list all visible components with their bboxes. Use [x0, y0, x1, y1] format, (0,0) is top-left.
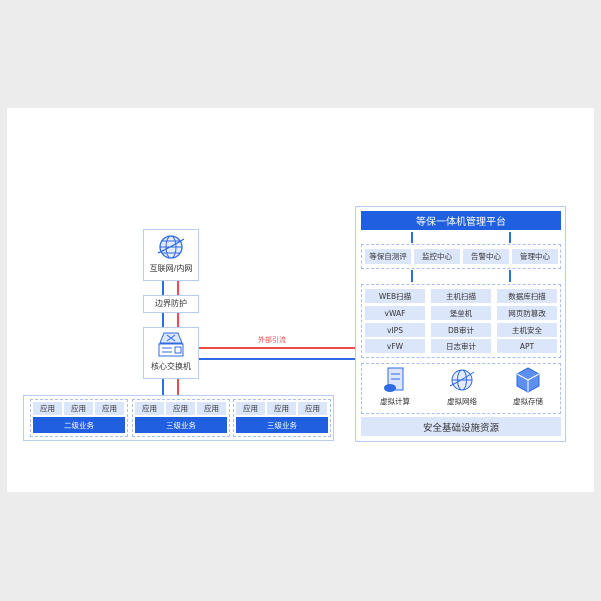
down-arrow — [177, 313, 179, 327]
server-icon — [366, 366, 424, 396]
service-cell: WEB扫描 — [365, 289, 425, 303]
up-arrow — [509, 232, 511, 243]
service-cell: 堡垒机 — [431, 306, 491, 320]
globe-icon — [157, 235, 185, 259]
app-cell: 应用 — [33, 402, 62, 415]
service-cell: 日志审计 — [431, 339, 491, 353]
virtual-1: 虚拟网络 — [433, 366, 491, 412]
down-arrow — [509, 270, 511, 282]
platform-title: 等保一体机管理平台 — [361, 211, 561, 230]
up-arrow — [162, 379, 164, 395]
business-group — [233, 399, 331, 437]
virtual-label: 虚拟存储 — [513, 397, 543, 406]
service-cell: vFW — [365, 339, 425, 353]
business-group — [132, 399, 230, 437]
service-cell: 网页防篡改 — [497, 306, 557, 320]
app-cell: 应用 — [135, 402, 164, 415]
virtual-label: 虚拟网络 — [447, 397, 477, 406]
up-arrow — [162, 281, 164, 295]
virtual-0: 虚拟计算 — [366, 366, 424, 412]
internet-node: 互联网/内网 — [143, 229, 199, 281]
app-cell: 应用 — [166, 402, 195, 415]
center-cell: 管理中心 — [512, 249, 558, 264]
service-cell: 数据库扫描 — [497, 289, 557, 303]
business-bar: 三级业务 — [236, 417, 328, 433]
business-bar: 二级业务 — [33, 417, 125, 433]
app-cell: 应用 — [197, 402, 226, 415]
storage-cube-icon — [499, 366, 557, 396]
core-switch-label: 核心交换机 — [151, 362, 191, 371]
internet-label: 互联网/内网 — [149, 264, 193, 273]
return-flow-arrow — [199, 358, 355, 360]
up-arrow — [162, 313, 164, 327]
virtual-container — [361, 363, 561, 414]
service-cell: 主机扫描 — [431, 289, 491, 303]
service-cell: DB审计 — [431, 323, 491, 337]
service-cell: 主机安全 — [497, 323, 557, 337]
down-arrow — [177, 281, 179, 295]
service-cell: vIPS — [365, 323, 425, 337]
virtual-2: 虚拟存储 — [499, 366, 557, 412]
service-cell: APT — [497, 339, 557, 353]
app-cell: 应用 — [236, 402, 265, 415]
virtual-label: 虚拟计算 — [380, 397, 410, 406]
service-cell: vWAF — [365, 306, 425, 320]
base-resources-bar: 安全基础设施资源 — [361, 417, 561, 436]
app-cell: 应用 — [267, 402, 296, 415]
external-flow-label: 外部引流 — [258, 336, 286, 344]
external-flow-arrow — [199, 347, 355, 349]
centers-container — [361, 244, 561, 269]
app-cell: 应用 — [298, 402, 327, 415]
app-cell: 应用 — [95, 402, 124, 415]
up-arrow — [411, 232, 413, 243]
down-arrow — [177, 379, 179, 395]
core-switch-node: 核心交换机 — [143, 327, 199, 379]
center-cell: 等保自测评 — [365, 249, 411, 264]
app-cell: 应用 — [64, 402, 93, 415]
services-container — [361, 284, 561, 358]
business-group — [30, 399, 128, 437]
business-container — [23, 395, 334, 441]
down-arrow — [411, 270, 413, 282]
business-bar: 三级业务 — [135, 417, 227, 433]
center-cell: 监控中心 — [414, 249, 460, 264]
globe-icon — [433, 366, 491, 396]
center-cell: 告警中心 — [463, 249, 509, 264]
border-protection-node: 边界防护 — [143, 295, 199, 313]
platform-container — [355, 206, 566, 442]
switch-icon — [158, 332, 184, 357]
